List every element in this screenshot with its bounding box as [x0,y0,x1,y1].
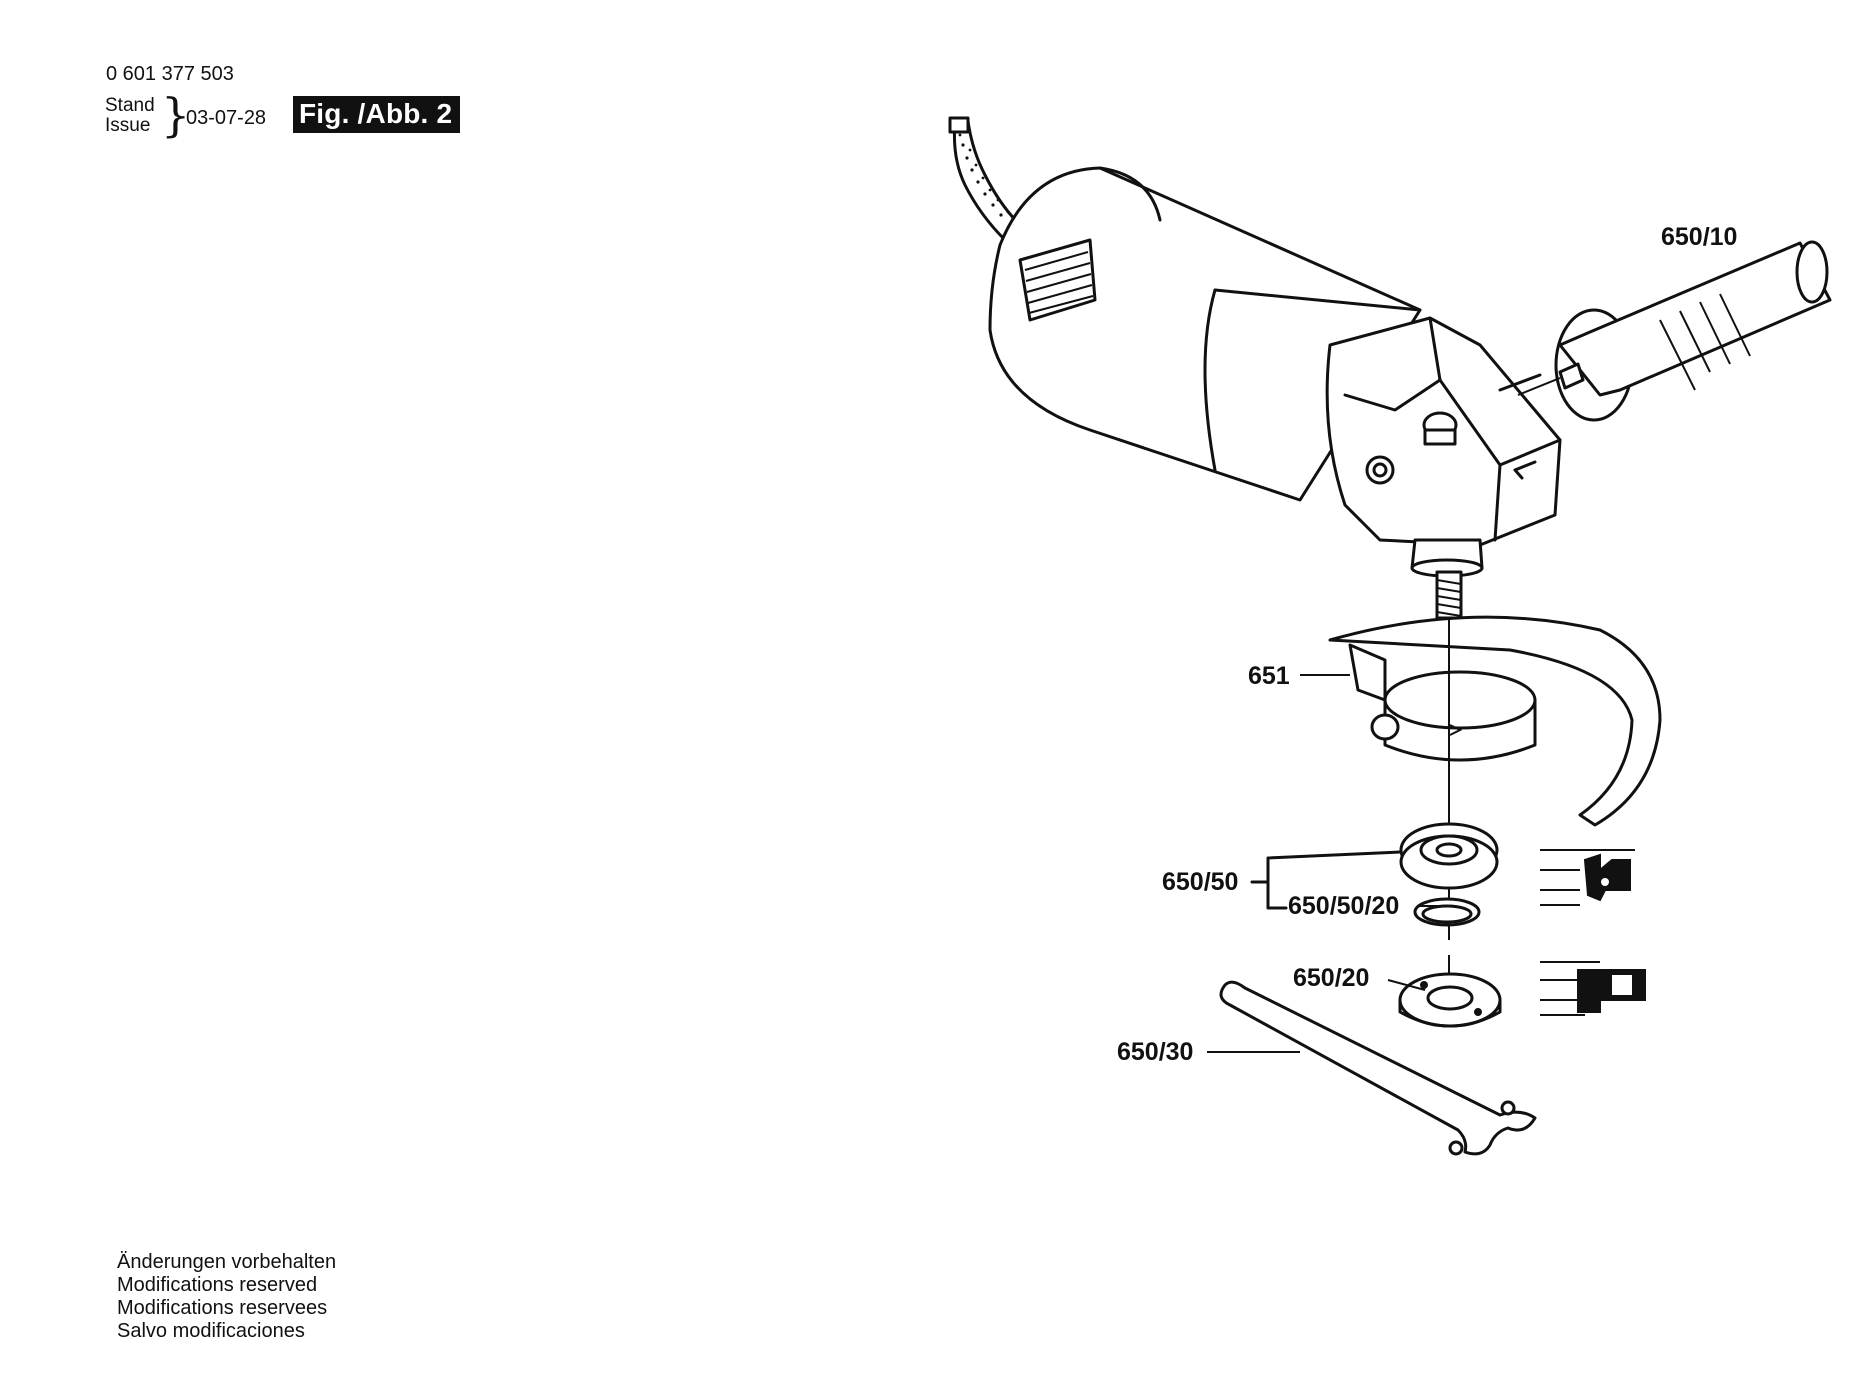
modifications-notice: Änderungen vorbehalten Modifications res… [117,1251,336,1343]
callout-side-handle: 650/10 [1661,223,1737,251]
notice-line-es: Salvo modificaciones [117,1320,305,1342]
part-number: 0 601 377 503 [106,63,234,85]
spindle [1410,538,1484,620]
callout-leader-lines [1207,674,1442,1053]
clamping-nut [1398,972,1502,1028]
figure-label: Fig. /Abb. 2 [293,96,461,133]
callout-o-ring: 650/50/20 [1288,892,1399,920]
notice-line-fr: Modifications reservees [117,1297,328,1319]
callout-clamping-nut: 650/20 [1293,964,1369,992]
callout-mounting-flange: 650/50 [1162,868,1238,896]
o-ring [1413,897,1481,927]
nut-section-detail [1540,961,1646,1016]
brace-symbol: } [161,88,191,142]
side-handle [1517,240,1832,422]
issue-block: Stand Issue } 03-07-28 [105,92,285,142]
issue-label: Issue [105,115,151,136]
spanner-wrench [1219,980,1537,1156]
power-cord [948,116,1022,242]
gear-head [1325,316,1562,547]
callout-protective-guard: 651 [1248,662,1290,690]
notice-line-en: Modifications reserved [117,1274,318,1296]
callout-spanner: 650/30 [1117,1038,1193,1066]
issue-date: 03-07-28 [186,107,267,129]
stand-label: Stand [105,95,155,116]
flange-section-detail [1540,849,1635,906]
notice-line-de: Änderungen vorbehalten [117,1251,337,1273]
mounting-flange [1399,822,1499,890]
motor-housing [988,166,1422,502]
protective-guard [1328,615,1662,827]
